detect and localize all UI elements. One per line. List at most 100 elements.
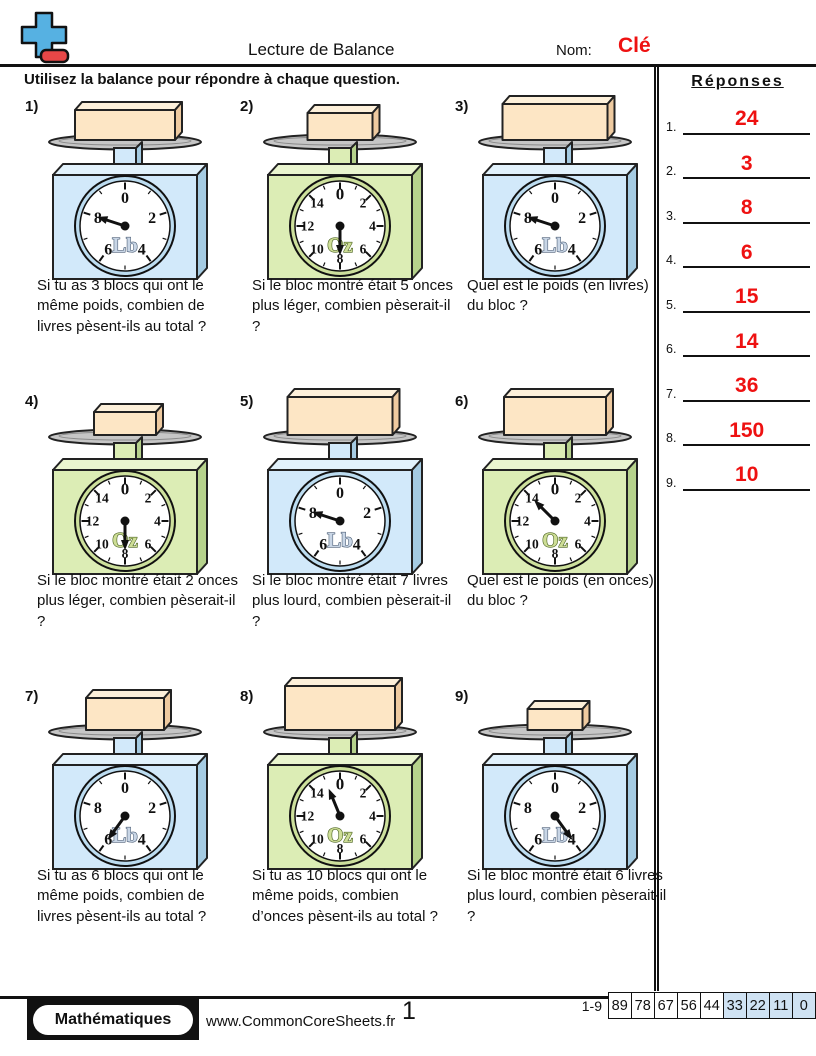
dial-number: 14 xyxy=(310,196,324,211)
dial-number: 6 xyxy=(575,537,582,552)
problem-question: Si le bloc montré était 2 onces plus lég… xyxy=(37,572,238,630)
answer-blank-line: 14 xyxy=(683,330,810,357)
dial-number: 0 xyxy=(336,775,345,794)
answer-value: 36 xyxy=(735,374,759,398)
problem-question: Si tu as 3 blocs qui ont le même poids, … xyxy=(37,277,207,335)
weight-block xyxy=(74,101,183,141)
answer-blank-line: 6 xyxy=(683,241,810,268)
header-rule xyxy=(0,64,816,67)
answer-row: 3.8 xyxy=(659,179,816,224)
answer-value: 14 xyxy=(735,329,759,353)
score-cell: 11 xyxy=(768,992,793,1019)
answer-blank-line: 36 xyxy=(683,374,810,402)
dial-unit-label: Lb xyxy=(327,528,353,552)
score-cell: 78 xyxy=(630,992,655,1019)
answers-title: Réponses xyxy=(691,73,784,90)
answer-number: 7. xyxy=(666,386,677,401)
dial-number: 4 xyxy=(353,537,361,554)
dial-number: 8 xyxy=(94,800,102,817)
dial-number: 8 xyxy=(552,546,559,561)
name-label: Nom: xyxy=(556,42,592,59)
answer-value: 15 xyxy=(735,285,759,309)
minus-icon xyxy=(39,48,70,64)
answer-number: 3. xyxy=(666,208,677,223)
problem-question: Si tu as 10 blocs qui ont le même poids,… xyxy=(252,867,438,925)
answer-number: 4. xyxy=(666,253,677,267)
answer-value: 10 xyxy=(735,463,759,487)
dial-number: 0 xyxy=(551,780,559,797)
dial-number: 0 xyxy=(121,780,129,797)
score-cell: 33 xyxy=(722,992,747,1019)
dial-number: 4 xyxy=(369,219,376,234)
dial-number: 2 xyxy=(578,210,586,227)
weight-block xyxy=(503,388,614,436)
answer-number: 8. xyxy=(666,431,677,445)
answer-blank-line: 3 xyxy=(683,152,810,179)
dial-number: 8 xyxy=(524,800,532,817)
footer-rule xyxy=(0,996,816,999)
problem-question: Si tu as 6 blocs qui ont le même poids, … xyxy=(37,867,207,925)
answer-row: 1.24 xyxy=(659,90,816,135)
dial-number: 8 xyxy=(122,546,129,561)
score-cell: 22 xyxy=(745,992,770,1019)
weight-block xyxy=(284,677,403,731)
dial-number: 10 xyxy=(95,537,109,552)
dial-number: 12 xyxy=(301,809,315,824)
dial-number: 4 xyxy=(568,832,576,849)
answer-number: 1. xyxy=(666,119,677,134)
answer-blank-line: 8 xyxy=(683,196,810,224)
dial-number: 2 xyxy=(363,505,371,522)
answer-number: 5. xyxy=(666,297,677,312)
dial-number: 6 xyxy=(104,242,112,259)
answer-blank-line: 15 xyxy=(683,285,810,313)
dial-number: 6 xyxy=(534,242,542,259)
dial-number: 0 xyxy=(121,190,129,207)
problem-number: 9) xyxy=(455,688,469,705)
dial-number: 6 xyxy=(360,242,367,257)
answer-row: 9.10 xyxy=(659,446,816,491)
score-cell: 0 xyxy=(791,992,816,1019)
problem-question: Quel est le poids (en onces) du bloc ? xyxy=(467,572,654,610)
dial-number: 2 xyxy=(360,196,367,211)
brand-logo: Mathématiques xyxy=(27,999,199,1040)
dial-number: 2 xyxy=(145,491,152,506)
answer-blank-line: 24 xyxy=(683,107,810,135)
dial-number: 12 xyxy=(301,219,315,234)
problem-number: 7) xyxy=(25,688,39,705)
dial-number: 2 xyxy=(360,786,367,801)
dial-number: 10 xyxy=(525,537,539,552)
dial-unit-label: Lb xyxy=(112,823,138,847)
problem-number: 8) xyxy=(240,688,254,705)
problem-question: Si le bloc montré était 6 livres plus lo… xyxy=(467,867,667,925)
answer-value: 24 xyxy=(735,107,759,131)
answer-value: 150 xyxy=(729,418,765,442)
dial-number: 8 xyxy=(337,251,344,266)
dial-number: 8 xyxy=(337,841,344,856)
answer-number: 2. xyxy=(666,164,677,178)
answer-number: 9. xyxy=(666,475,677,490)
weight-block xyxy=(501,95,616,141)
dial-number: 4 xyxy=(584,514,591,529)
answer-value: 8 xyxy=(740,196,753,220)
dial-unit-label: Lb xyxy=(112,233,138,257)
dial-number: 4 xyxy=(369,809,376,824)
dial-number: 2 xyxy=(148,210,156,227)
dial-number: 4 xyxy=(568,242,576,259)
page-number: 1 xyxy=(402,997,416,1025)
dial-number: 0 xyxy=(551,190,559,207)
answer-row: 2.3 xyxy=(659,135,816,179)
weight-block xyxy=(93,403,164,436)
